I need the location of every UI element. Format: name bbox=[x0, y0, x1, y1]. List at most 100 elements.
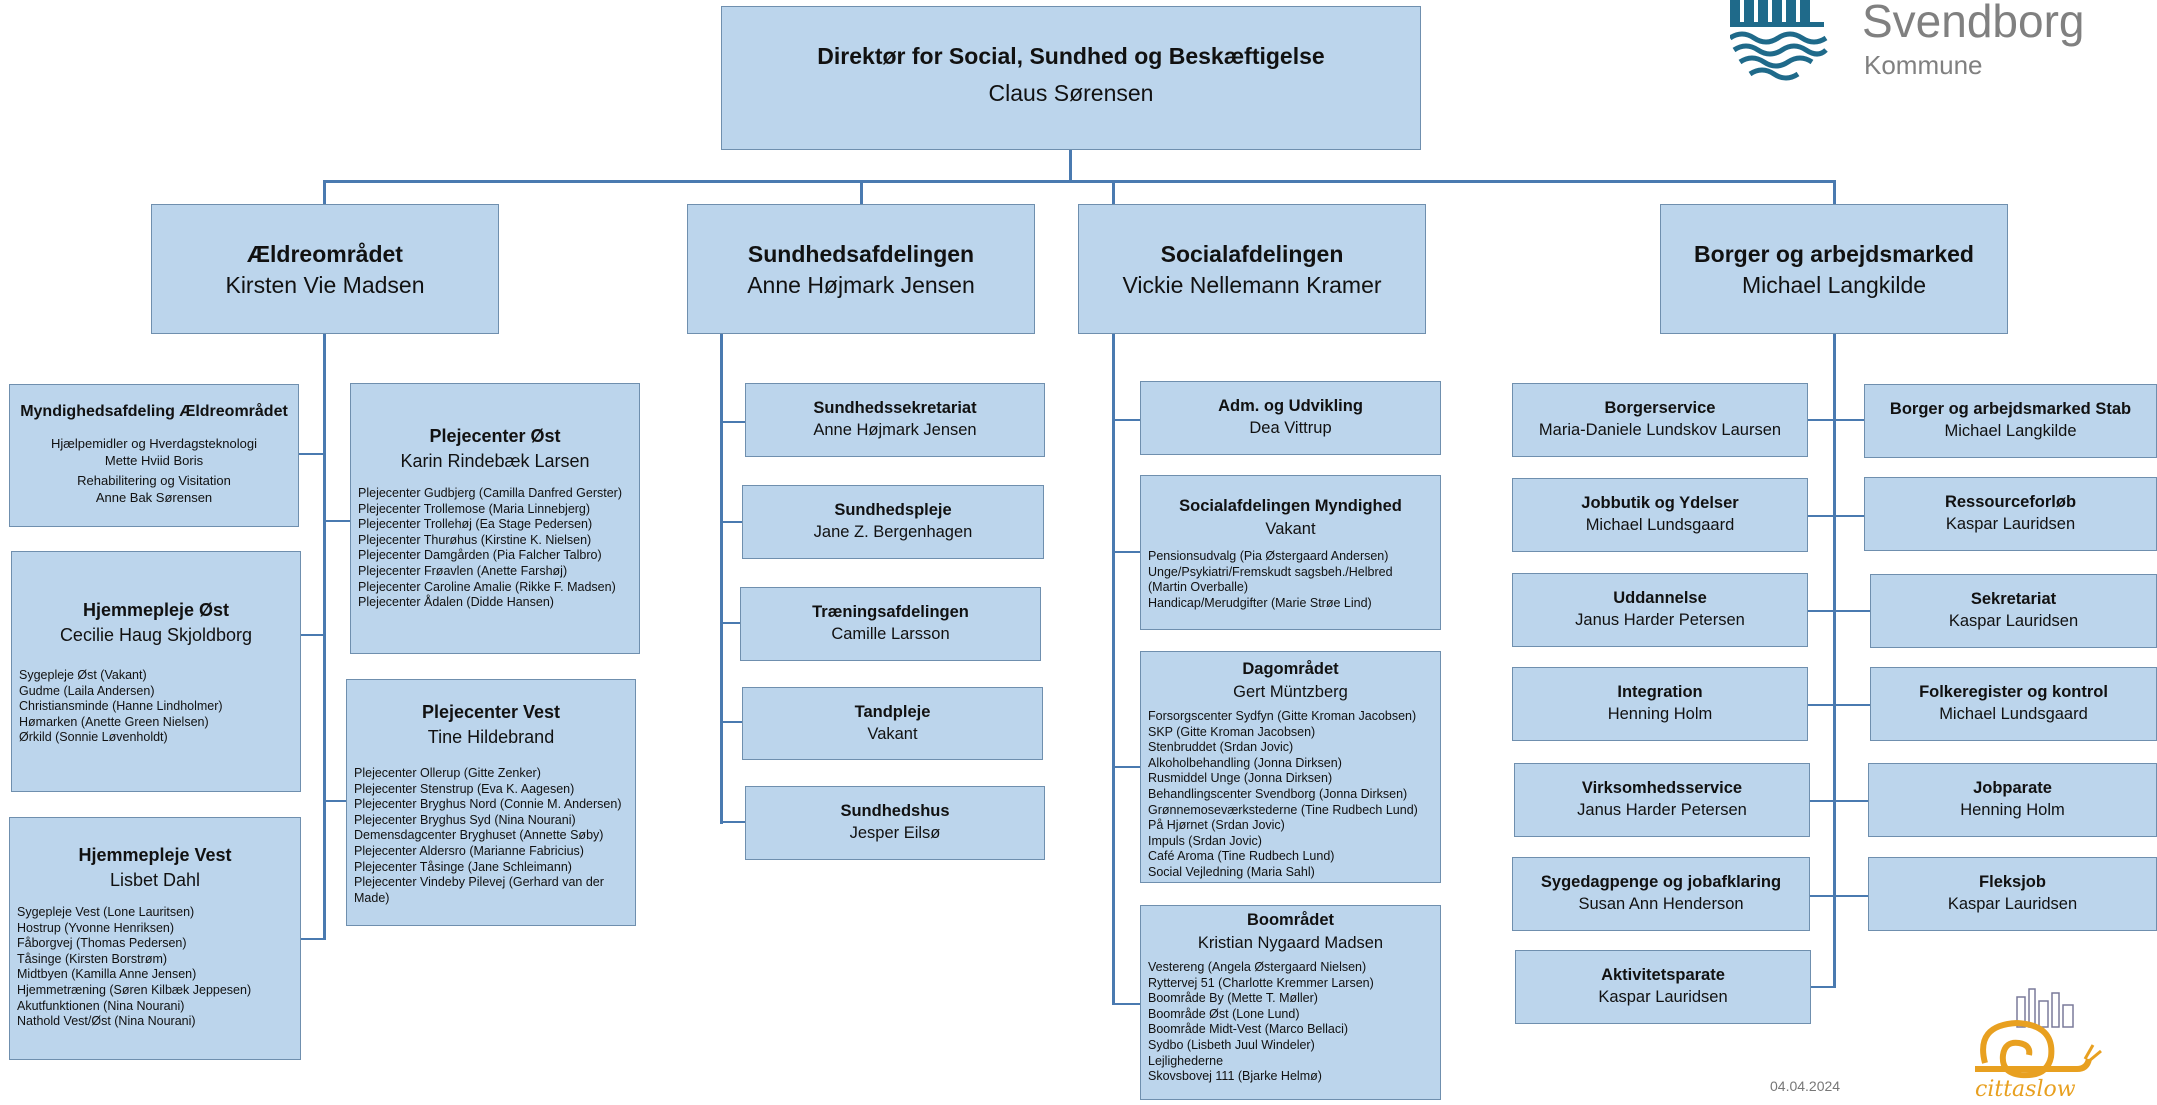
area-box-social: Socialafdelingen Vickie Nellemann Kramer bbox=[1078, 204, 1426, 334]
unit-head: Cecilie Haug Skjoldborg bbox=[59, 625, 253, 645]
connector bbox=[720, 521, 742, 523]
hjemmepleje-oest-box: Hjemmepleje Øst Cecilie Haug Skjoldborg … bbox=[11, 551, 301, 792]
unit-item: Rusmiddel Unge (Jonna Dirksen) bbox=[1148, 771, 1333, 786]
boomraadet-box: Boområdet Kristian Nygaard Madsen Vester… bbox=[1140, 905, 1441, 1100]
connector bbox=[1810, 895, 1868, 897]
unit-item: Plejecenter Damgården (Pia Falcher Talbr… bbox=[358, 548, 602, 563]
unit-head: Karin Rindebæk Larsen bbox=[400, 451, 590, 471]
unit-head: Kristian Nygaard Madsen bbox=[1197, 934, 1384, 952]
unit-item: SKP (Gitte Kroman Jacobsen) bbox=[1148, 724, 1316, 739]
unit-title: Hjemmepleje Vest bbox=[78, 845, 232, 865]
area-head: Anne Højmark Jensen bbox=[747, 272, 975, 298]
connector bbox=[1112, 766, 1140, 768]
hjemmepleje-vest-box: Hjemmepleje Vest Lisbet Dahl Sygepleje V… bbox=[9, 817, 301, 1060]
unit-head: Kaspar Lauridsen bbox=[1947, 895, 2078, 913]
director-name: Claus Sørensen bbox=[988, 80, 1154, 106]
svendborg-logo: Svendborg Kommune bbox=[1728, 0, 2157, 95]
unit-item: Hømarken (Anette Green Nielsen) bbox=[19, 714, 209, 729]
unit-title: Sundhedspleje bbox=[834, 501, 952, 519]
social-myndighed-box: Socialafdelingen Myndighed Vakant Pensio… bbox=[1140, 475, 1441, 630]
logo-name: Svendborg bbox=[1862, 0, 2085, 47]
unit-title: Sundhedssekretariat bbox=[813, 399, 977, 417]
unit-line: Mette Hviid Boris bbox=[104, 453, 204, 468]
unit-head: Anne Højmark Jensen bbox=[813, 421, 977, 439]
area-title: Sundhedsafdelingen bbox=[747, 241, 975, 267]
unit-item: Plejecenter Bryghus Syd (Nina Nourani) bbox=[354, 812, 576, 827]
connector bbox=[1833, 180, 1836, 204]
adm-udvikling-box: Adm. og Udvikling Dea Vittrup bbox=[1140, 381, 1441, 455]
unit-item: Tåsinge (Kirsten Borstrøm) bbox=[17, 951, 168, 966]
connector bbox=[1112, 333, 1115, 1005]
unit-title: Fleksjob bbox=[1979, 873, 2046, 891]
unit-item: Made) bbox=[354, 890, 390, 905]
unit-title: Boområdet bbox=[1246, 911, 1335, 929]
unit-title: Jobparate bbox=[1973, 779, 2052, 797]
unit-head: Henning Holm bbox=[1960, 801, 2065, 819]
area-head: Michael Langkilde bbox=[1741, 272, 1927, 298]
unit-head: Camille Larsson bbox=[831, 625, 950, 643]
sundhed-unit-box: Sundhedshus Jesper Eilsø bbox=[745, 786, 1045, 860]
connector bbox=[323, 800, 346, 802]
unit-head: Tine Hildebrand bbox=[427, 727, 555, 747]
area-head: Vickie Nellemann Kramer bbox=[1122, 272, 1382, 298]
unit-item: Gudme (Laila Andersen) bbox=[19, 683, 155, 698]
unit-head: Janus Harder Petersen bbox=[1575, 611, 1745, 629]
area-box-aeldre: Ældreområdet Kirsten Vie Madsen bbox=[151, 204, 499, 334]
unit-item: Pensionsudvalg (Pia Østergaard Andersen) bbox=[1148, 549, 1389, 563]
unit-title: Borgerservice bbox=[1604, 399, 1716, 417]
unit-head: Henning Holm bbox=[1607, 705, 1713, 723]
unit-item: Demensdagcenter Bryghuset (Annette Søby) bbox=[354, 828, 604, 843]
unit-item: Lejlighederne bbox=[1148, 1053, 1224, 1068]
unit-item: Plejecenter Trollemose (Maria Linnebjerg… bbox=[358, 501, 591, 516]
connector bbox=[720, 622, 740, 624]
connector bbox=[1808, 515, 1864, 517]
unit-item: Plejecenter Stenstrup (Eva K. Aagesen) bbox=[354, 781, 575, 796]
borger-unit-box: Borgerservice Maria-Daniele Lundskov Lau… bbox=[1512, 383, 1808, 457]
unit-item: Boområde Midt-Vest (Marco Bellaci) bbox=[1148, 1022, 1349, 1037]
unit-head: Janus Harder Petersen bbox=[1577, 801, 1747, 819]
unit-title: Ressourceforløb bbox=[1944, 493, 2077, 511]
connector bbox=[323, 180, 326, 204]
connector bbox=[720, 821, 745, 823]
unit-item: På Hjørnet (Srdan Jovic) bbox=[1148, 818, 1285, 833]
unit-item: Sydbo (Lisbeth Juul Windeler) bbox=[1148, 1037, 1315, 1052]
connector bbox=[1808, 704, 1870, 706]
myndighed-aeldre-box: Myndighedsafdeling Ældreområdet Hjælpemi… bbox=[9, 384, 299, 527]
unit-title: Myndighedsafdeling Ældreområdet bbox=[20, 403, 288, 420]
unit-item: Forsorgscenter Sydfyn (Gitte Kroman Jaco… bbox=[1148, 709, 1417, 723]
unit-line: Anne Bak Sørensen bbox=[95, 490, 213, 505]
connector bbox=[323, 180, 1836, 183]
unit-line: Rehabilitering og Visitation bbox=[77, 473, 231, 488]
unit-head: Vakant bbox=[1265, 520, 1316, 538]
logo-subname: Kommune bbox=[1864, 50, 1983, 80]
unit-item: Grønnemoseværkstederne (Tine Rudbech Lun… bbox=[1148, 802, 1418, 817]
unit-item: Nathold Vest/Øst (Nina Nourani) bbox=[17, 1014, 196, 1029]
unit-title: Hjemmepleje Øst bbox=[82, 600, 230, 620]
unit-head: Jane Z. Bergenhagen bbox=[813, 523, 973, 541]
unit-item: Ørkild (Sonnie Løvenholdt) bbox=[19, 730, 168, 745]
connector bbox=[301, 634, 326, 636]
unit-item: Sygepleje Øst (Vakant) bbox=[19, 668, 147, 682]
unit-head: Michael Lundsgaard bbox=[1585, 516, 1735, 534]
unit-item: Alkoholbehandling (Jonna Dirksen) bbox=[1148, 755, 1342, 770]
unit-item: Stenbruddet (Srdan Jovic) bbox=[1148, 740, 1294, 755]
connector bbox=[1811, 986, 1836, 988]
unit-item: Plejecenter Frøavlen (Anette Farshøj) bbox=[358, 563, 568, 578]
area-box-borger: Borger og arbejdsmarked Michael Langkild… bbox=[1660, 204, 2008, 334]
unit-head: Kaspar Lauridsen bbox=[1945, 515, 2076, 533]
borger-unit-box: Folkeregister og kontrol Michael Lundsga… bbox=[1870, 667, 2157, 741]
unit-item: Boområde Øst (Lone Lund) bbox=[1148, 1006, 1300, 1021]
borger-unit-box: Jobbutik og Ydelser Michael Lundsgaard bbox=[1512, 478, 1808, 552]
plejecenter-oest-box: Plejecenter Øst Karin Rindebæk Larsen Pl… bbox=[350, 383, 640, 654]
unit-title: Plejecenter Vest bbox=[421, 702, 561, 722]
unit-item: Ryttervej 51 (Charlotte Kremmer Larsen) bbox=[1148, 975, 1374, 990]
unit-title: Sekretariat bbox=[1970, 590, 2057, 608]
unit-item: Plejecenter Thurøhus (Kirstine K. Nielse… bbox=[358, 532, 592, 547]
unit-head: Gert Müntzberg bbox=[1233, 683, 1348, 701]
unit-head: Maria-Daniele Lundskov Laursen bbox=[1538, 421, 1782, 439]
unit-item: Handicap/Merudgifter (Marie Strøe Lind) bbox=[1148, 595, 1372, 610]
unit-title: Tandpleje bbox=[854, 703, 931, 721]
sundhed-unit-box: Sundhedspleje Jane Z. Bergenhagen bbox=[742, 485, 1044, 559]
area-box-sundhed: Sundhedsafdelingen Anne Højmark Jensen bbox=[687, 204, 1035, 334]
unit-item: Behandlingscenter Svendborg (Jonna Dirks… bbox=[1148, 786, 1408, 801]
